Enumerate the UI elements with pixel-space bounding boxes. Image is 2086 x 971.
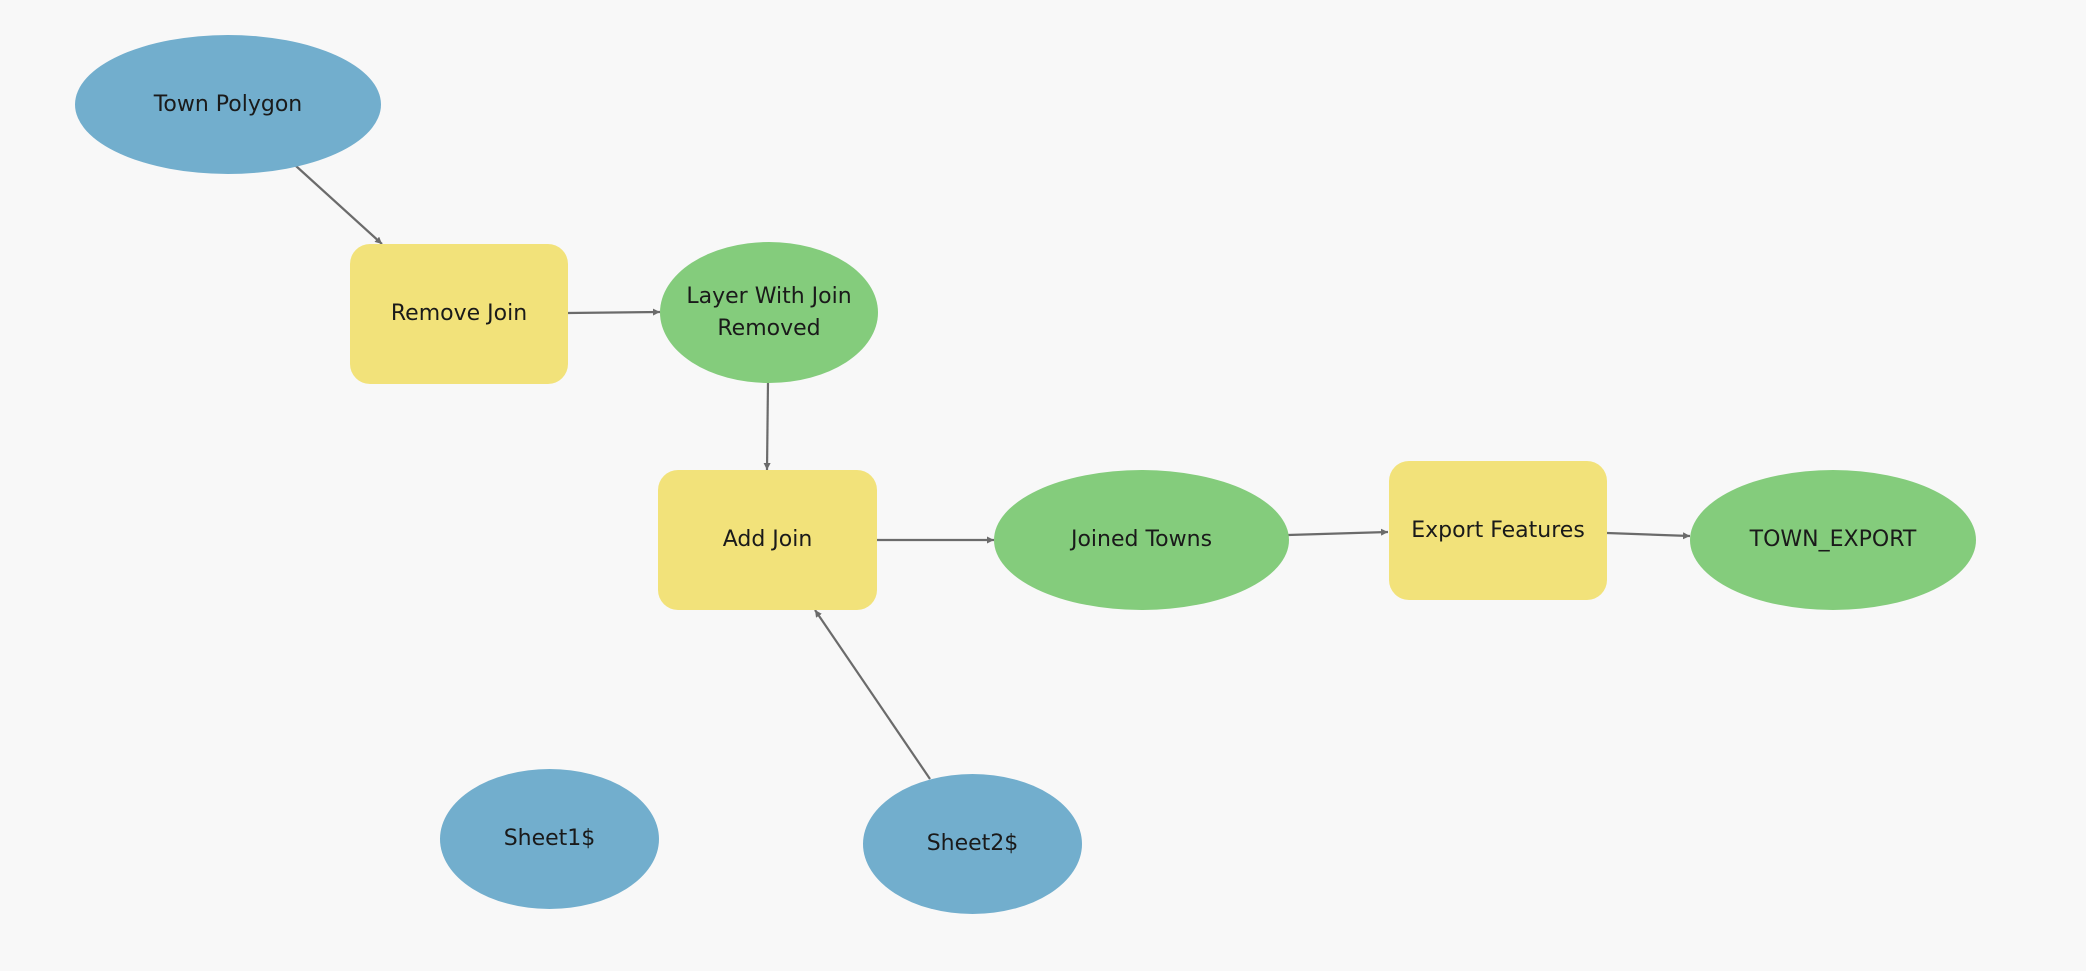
connector-layer-join-removed-to-add-join[interactable] (763, 380, 771, 471)
connector-town-polygon-to-remove-join[interactable] (295, 165, 383, 245)
node-remove-join[interactable]: Remove Join (350, 244, 568, 384)
node-label: Remove Join (390, 301, 528, 326)
node-label: Export Features (1411, 517, 1585, 543)
node-add-join[interactable]: Add Join (658, 470, 877, 610)
node-label: TOWN_EXPORT (1749, 527, 1917, 552)
node-label: Layer With Join Removed (686, 283, 852, 341)
connector-export-features-to-town-export[interactable] (1606, 531, 1691, 540)
node-town-export[interactable]: TOWN_EXPORT (1690, 470, 1976, 610)
connector-remove-join-to-layer-join-removed[interactable] (567, 308, 661, 316)
node-label: Joined Towns (1070, 527, 1213, 552)
node-layer-with-join-removed[interactable]: Layer With Join Removed (660, 242, 878, 383)
node-sheet1[interactable]: Sheet1$ (440, 769, 659, 909)
node-label: Town Polygon (153, 91, 303, 117)
connector-sheet2-to-add-join[interactable] (814, 609, 931, 780)
node-label: Sheet1$ (503, 826, 596, 851)
node-sheet2[interactable]: Sheet2$ (863, 774, 1082, 914)
connector-joined-towns-to-export-features[interactable] (1287, 528, 1389, 537)
node-town-polygon[interactable]: Town Polygon (75, 35, 381, 174)
node-joined-towns[interactable]: Joined Towns (994, 470, 1289, 610)
node-label: Add Join (722, 527, 813, 552)
node-export-features[interactable]: Export Features (1389, 461, 1607, 600)
node-label: Sheet2$ (926, 831, 1019, 856)
